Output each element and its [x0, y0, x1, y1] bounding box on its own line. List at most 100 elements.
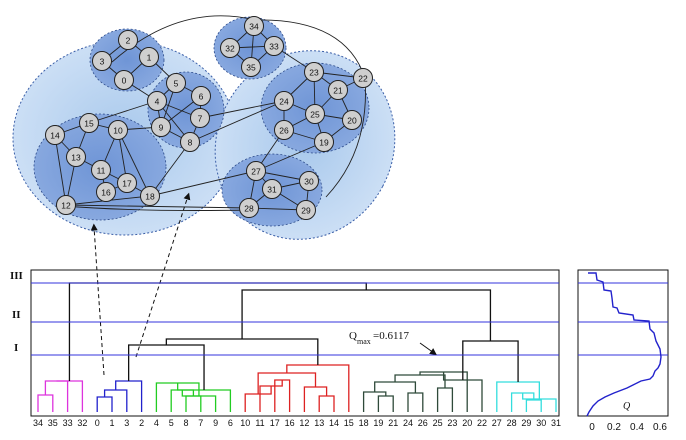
node-label: 6 — [199, 92, 204, 102]
node-circle — [241, 57, 261, 77]
node-label: 3 — [100, 57, 105, 67]
network-node-33: 33 — [264, 36, 284, 56]
dendrogram-link — [259, 380, 283, 412]
node-circle — [342, 110, 362, 130]
node-circle — [147, 91, 167, 111]
node-circle — [108, 120, 128, 140]
network-node-27: 27 — [246, 161, 266, 181]
node-circle — [166, 73, 186, 93]
level-label-I: I — [14, 342, 18, 354]
node-circle — [190, 108, 210, 128]
node-circle — [353, 68, 373, 88]
q-tick-0.4: 0.4 — [630, 422, 644, 433]
network-node-3: 3 — [92, 51, 112, 71]
leaf-label: 24 — [403, 418, 413, 428]
network-node-15: 15 — [79, 113, 99, 133]
node-label: 9 — [159, 123, 164, 133]
network-node-29: 29 — [296, 200, 316, 220]
node-circle — [79, 113, 99, 133]
node-label: 29 — [301, 206, 311, 216]
node-label: 31 — [267, 185, 277, 195]
leaf-label: 26 — [418, 418, 428, 428]
node-circle — [274, 120, 294, 140]
node-label: 12 — [61, 201, 71, 211]
network-node-23: 23 — [304, 62, 324, 82]
leaf-label: 14 — [329, 418, 339, 428]
node-label: 11 — [97, 166, 106, 176]
node-circle — [262, 179, 282, 199]
network-edge — [54, 134, 67, 206]
node-label: 30 — [304, 177, 314, 187]
network-edge — [255, 141, 325, 172]
node-circle — [299, 171, 319, 191]
node-circle — [92, 51, 112, 71]
leaf-label: 32 — [77, 418, 87, 428]
modularity-frame — [577, 269, 669, 417]
leaf-label: 20 — [462, 418, 472, 428]
node-label: 8 — [188, 138, 193, 148]
node-circle — [114, 70, 134, 90]
leaf-label: 0 — [95, 418, 100, 428]
leaf-label: 27 — [492, 418, 502, 428]
node-circle — [304, 62, 324, 82]
node-label: 14 — [50, 131, 60, 141]
node-label: 27 — [251, 167, 261, 177]
node-circle — [56, 195, 76, 215]
network-node-8: 8 — [180, 132, 200, 152]
network-node-31: 31 — [262, 179, 282, 199]
leaf-label: 1 — [109, 418, 114, 428]
network-node-21: 21 — [328, 80, 348, 100]
dendrogram-link — [362, 391, 387, 412]
node-circle — [246, 161, 266, 181]
node-label: 1 — [147, 53, 152, 63]
network-node-6: 6 — [191, 86, 211, 106]
node-label: 34 — [249, 22, 259, 32]
dendrogram-link — [525, 399, 542, 412]
qmax-q: Q — [349, 330, 357, 342]
dendrogram-link — [44, 380, 69, 412]
modularity-panel: Q 0 0.2 0.4 0.6 — [577, 269, 669, 433]
qmax-value: =0.6117 — [373, 330, 410, 342]
level-label-III: III — [10, 270, 23, 282]
node-circle — [220, 38, 240, 58]
dendrogram-link — [241, 289, 492, 341]
dendrogram-link — [96, 396, 113, 412]
dendrogram-link — [115, 380, 143, 412]
leaf-label: 29 — [521, 418, 531, 428]
qmax-subscript: max — [357, 337, 371, 346]
leaf-label: 35 — [48, 418, 58, 428]
leaf-label: 18 — [359, 418, 369, 428]
node-circle — [328, 80, 348, 100]
network-node-2: 2 — [118, 30, 138, 50]
network-node-17: 17 — [117, 173, 137, 193]
node-circle — [305, 104, 325, 124]
arrow-to-left-community — [90, 223, 105, 376]
leaf-label: 31 — [551, 418, 561, 428]
network-edge — [149, 170, 257, 197]
node-label: 4 — [155, 97, 160, 107]
q-tick-0: 0 — [589, 422, 595, 433]
network-node-22: 22 — [353, 68, 373, 88]
leaf-label: 16 — [285, 418, 295, 428]
network-node-35: 35 — [241, 57, 261, 77]
leaf-label: 17 — [270, 418, 280, 428]
node-circle — [139, 47, 159, 67]
node-circle — [314, 132, 334, 152]
dendrogram-link — [496, 381, 540, 412]
dendrogram-link — [377, 395, 394, 412]
node-label: 19 — [319, 138, 329, 148]
node-circle — [151, 117, 171, 137]
node-circle — [191, 86, 211, 106]
dendrogram-link — [257, 372, 317, 394]
node-label: 18 — [145, 192, 155, 202]
network-edge — [189, 100, 285, 143]
dendrogram-frame — [30, 269, 560, 417]
network-node-34: 34 — [244, 16, 264, 36]
node-circle — [180, 132, 200, 152]
leaf-label: 33 — [63, 418, 73, 428]
network-node-1: 1 — [139, 47, 159, 67]
node-label: 26 — [279, 126, 289, 136]
node-circle — [274, 91, 294, 111]
arrow-to-middle-community — [135, 192, 191, 358]
